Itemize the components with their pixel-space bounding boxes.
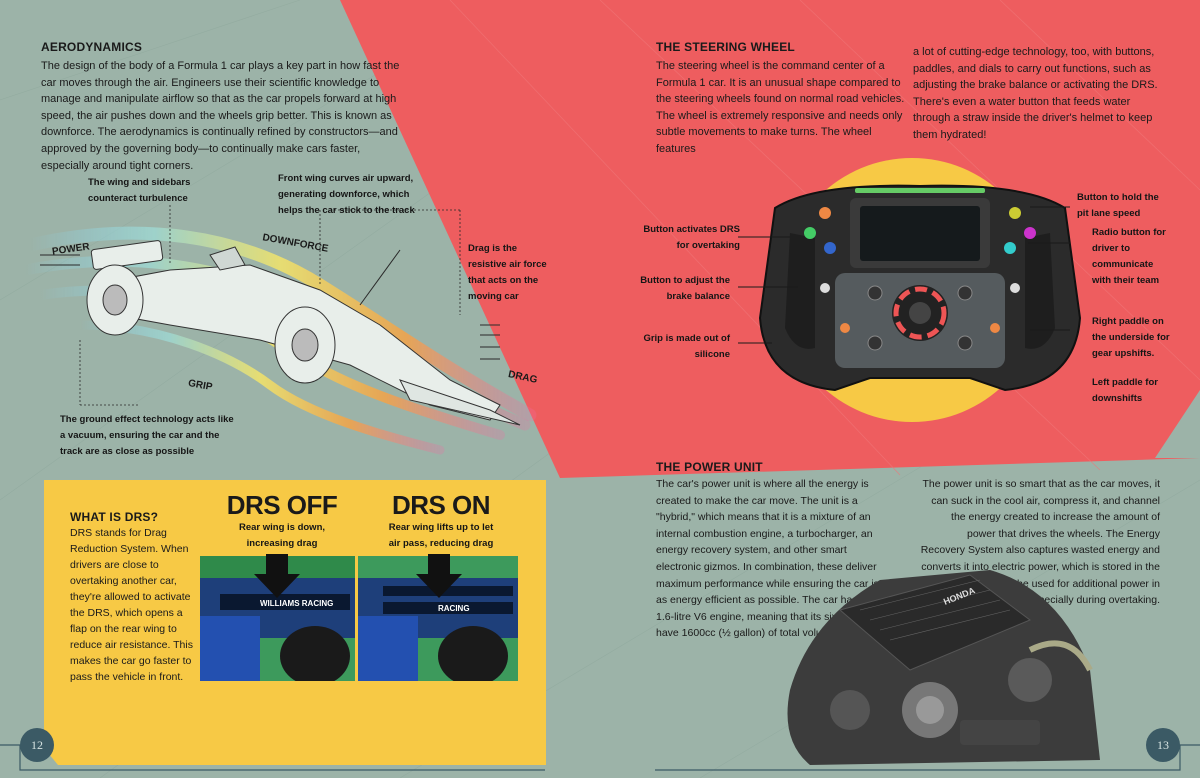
drs-on-title: DRS ON bbox=[391, 490, 491, 520]
drs-off-arrow-icon bbox=[254, 554, 300, 598]
drs-body: DRS stands for Drag Reduction System. Wh… bbox=[70, 527, 193, 683]
drs-off-title: DRS OFF bbox=[226, 490, 338, 520]
aero-car-diagram bbox=[20, 205, 537, 455]
aero-label-front-wing: Front wing curves air upward, generating… bbox=[278, 173, 415, 216]
drs-on-caption: Rear wing lifts up to let air pass, redu… bbox=[388, 522, 494, 549]
wheel-label-grip: Grip is made out of silicone bbox=[643, 333, 730, 360]
wheel-label-brake: Button to adjust the brake balance bbox=[640, 275, 730, 302]
wheel-label-left-paddle: Left paddle for downshifts bbox=[1092, 377, 1158, 404]
wheel-label-radio: Radio button for driver to communicate w… bbox=[1092, 227, 1166, 286]
wheel-title: THE STEERING WHEEL bbox=[656, 40, 795, 54]
wheel-label-pit: Button to hold the pit lane speed bbox=[1077, 192, 1159, 219]
steering-wheel-photo bbox=[758, 184, 1082, 392]
engine-photo: HONDA bbox=[787, 570, 1100, 765]
drs-off-caption: Rear wing is down, increasing drag bbox=[238, 522, 326, 549]
page-number-left: 12 bbox=[20, 728, 54, 762]
wheel-label-right-paddle: Right paddle on the underside for gear u… bbox=[1092, 316, 1170, 359]
aero-body: The design of the body of a Formula 1 ca… bbox=[41, 60, 400, 172]
aero-label-wing: The wing and sidebars counteract turbule… bbox=[88, 177, 191, 204]
drs-on-arrow-icon bbox=[416, 554, 462, 598]
drs-on-photo-text: RACING bbox=[438, 604, 470, 613]
aero-label-drag: Drag is the resistive air force that act… bbox=[468, 243, 547, 302]
aero-title: AERODYNAMICS bbox=[41, 40, 143, 54]
drs-off-photo-text: WILLIAMS RACING bbox=[260, 599, 333, 608]
power-body-left: The car's power unit is where all the en… bbox=[656, 478, 882, 640]
wheel-label-leaders bbox=[738, 206, 1070, 344]
wheel-body-left: The steering wheel is the command center… bbox=[656, 60, 905, 155]
wheel-label-drs: Button activates DRS for overtaking bbox=[643, 224, 740, 251]
drs-title: WHAT IS DRS? bbox=[70, 510, 159, 524]
wheel-body-right: a lot of cutting-edge technology, too, w… bbox=[913, 46, 1158, 141]
page-number-right: 13 bbox=[1146, 728, 1180, 762]
power-title: THE POWER UNIT bbox=[656, 460, 763, 474]
aero-label-ground: The ground effect technology acts like a… bbox=[60, 414, 234, 457]
